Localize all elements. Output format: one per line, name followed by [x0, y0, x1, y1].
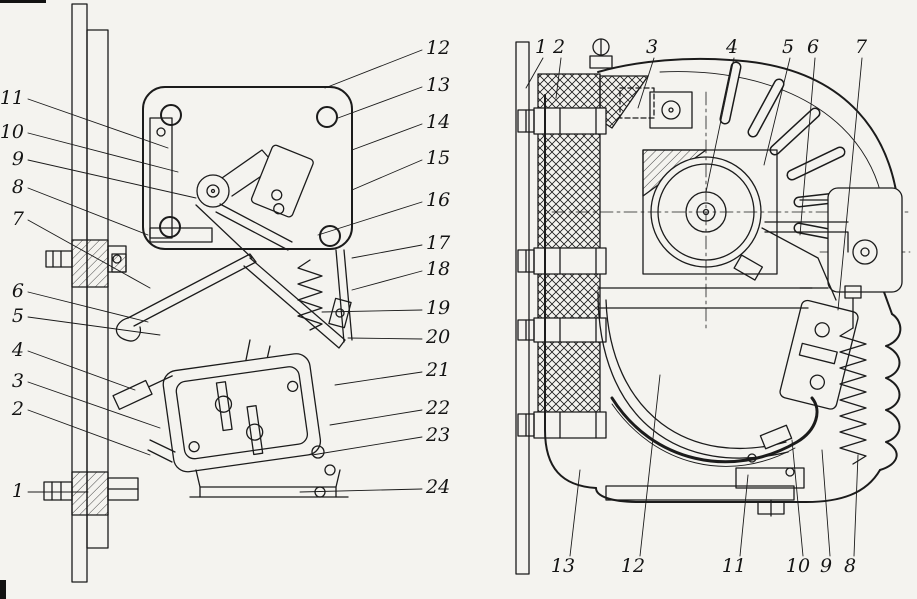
callout-14: 14 — [426, 111, 450, 133]
callout-12: 12 — [426, 37, 450, 59]
callout-1: 1 — [12, 480, 24, 502]
callout-r13: 13 — [551, 555, 575, 577]
right-view-contact-lever — [761, 221, 859, 410]
callout-22: 22 — [425, 397, 450, 419]
left-view-spring — [297, 259, 323, 331]
right-view-mounting-bolts — [517, 107, 607, 439]
left-view-callouts-left: 11 10 9 8 7 6 5 4 3 2 1 — [0, 87, 25, 502]
callout-r1: 1 — [535, 36, 547, 58]
callout-11: 11 — [0, 87, 24, 109]
callout-20: 20 — [425, 326, 450, 348]
callout-8: 8 — [12, 176, 24, 198]
callout-4: 4 — [11, 339, 24, 361]
right-view-spring — [839, 285, 867, 465]
callout-r7: 7 — [855, 36, 868, 58]
callout-r8: 8 — [844, 555, 856, 577]
left-view-callouts-right: 12 13 14 15 16 17 18 19 20 21 22 23 24 — [425, 37, 451, 498]
right-view-cooling-fins — [719, 61, 858, 244]
right-view-bracket — [799, 187, 903, 293]
scan-artifact-bottom — [0, 580, 6, 599]
callout-24: 24 — [425, 476, 450, 498]
callout-16: 16 — [426, 189, 450, 211]
callout-3: 3 — [12, 370, 24, 392]
callout-r4: 4 — [725, 36, 738, 58]
scan-artifact-top — [0, 0, 46, 3]
left-view-contact-block — [112, 353, 336, 476]
callout-7: 7 — [12, 208, 25, 230]
callout-17: 17 — [426, 232, 451, 254]
right-view-coil — [597, 287, 813, 459]
right-view-callouts-bottom: 13 12 11 10 9 8 — [551, 555, 856, 577]
left-view-lever — [115, 249, 353, 369]
callout-13: 13 — [426, 74, 450, 96]
left-view-armature — [195, 144, 314, 259]
callout-r3: 3 — [646, 36, 658, 58]
callout-9: 9 — [12, 148, 24, 170]
right-view-base — [605, 467, 805, 517]
right-view-body — [544, 57, 902, 503]
left-view-yoke-bracket — [111, 117, 213, 273]
callout-18: 18 — [426, 258, 450, 280]
callout-2: 2 — [11, 398, 24, 420]
left-view-leader-lines — [27, 49, 423, 493]
right-view: 1 2 3 4 5 6 7 13 12 11 10 9 8 — [515, 36, 911, 577]
callout-15: 15 — [426, 147, 450, 169]
right-view-cable — [610, 396, 819, 477]
callout-19: 19 — [426, 297, 450, 319]
right-view-top-screw — [589, 38, 613, 69]
callout-5: 5 — [12, 305, 24, 327]
callout-6: 6 — [12, 280, 24, 302]
right-view-mounting-plate — [515, 41, 530, 575]
callout-r6: 6 — [807, 36, 819, 58]
right-view-leader-lines — [525, 57, 863, 557]
callout-21: 21 — [425, 359, 450, 381]
callout-r5: 5 — [782, 36, 794, 58]
callout-r2: 2 — [552, 36, 565, 58]
left-view-mounting-plate — [43, 3, 139, 583]
right-view-callouts-top: 1 2 3 4 5 6 7 — [535, 36, 868, 58]
callout-23: 23 — [425, 424, 450, 446]
left-view-base — [189, 469, 349, 498]
callout-r10: 10 — [786, 555, 810, 577]
left-view: 11 10 9 8 7 6 5 4 3 2 1 12 13 14 15 16 1… — [0, 3, 451, 583]
right-view-pole-assembly — [619, 87, 778, 281]
callout-10: 10 — [0, 121, 24, 143]
callout-r9: 9 — [820, 555, 832, 577]
left-view-top-plate — [142, 86, 353, 250]
callout-r11: 11 — [722, 555, 746, 577]
callout-r12: 12 — [621, 555, 645, 577]
